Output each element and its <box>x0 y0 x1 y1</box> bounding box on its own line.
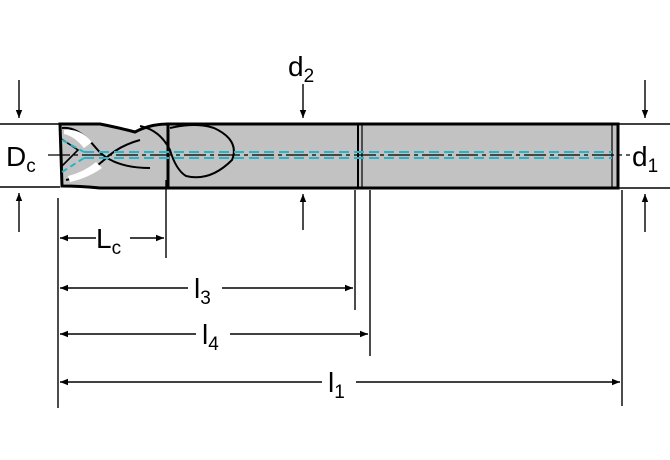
d2-label: d2 <box>288 51 314 87</box>
flute-helix-3 <box>139 124 235 179</box>
l3-label: l3 <box>194 273 211 309</box>
dimension-Lc: Lc <box>60 223 164 259</box>
dc-label: Dc <box>6 141 36 177</box>
dimension-l1: l1 <box>60 367 620 403</box>
coolant-channel-tip-2 <box>61 157 85 173</box>
extension-lines <box>0 123 670 408</box>
l4-label: l4 <box>202 319 219 355</box>
flute-helix-1 <box>61 126 151 169</box>
l1-label: l1 <box>328 367 345 403</box>
lc-label: Lc <box>96 223 121 259</box>
shank <box>166 122 620 190</box>
dimension-Dc: Dc <box>6 80 36 232</box>
coolant-channel-tip-1 <box>61 139 85 153</box>
tool-body <box>48 122 630 190</box>
dimension-l4: l4 <box>60 319 368 355</box>
dimension-d1: d1 <box>632 80 658 232</box>
flute-white-gap-2 <box>68 162 102 182</box>
d1-label: d1 <box>632 141 658 177</box>
dimension-d2: d2 <box>288 51 314 230</box>
dimension-l3: l3 <box>60 273 353 309</box>
flute-white-gap-1 <box>64 129 92 148</box>
